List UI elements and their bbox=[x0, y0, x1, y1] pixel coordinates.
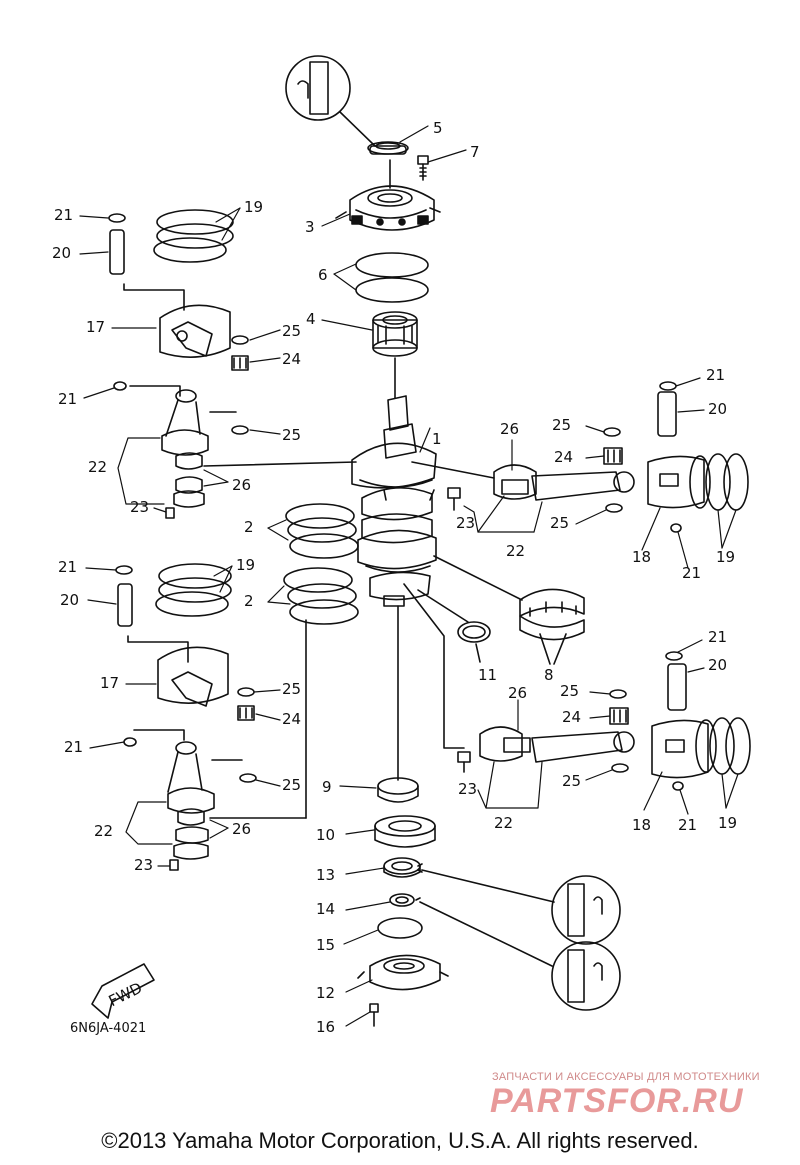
callout-16: 16 bbox=[316, 1018, 335, 1036]
callout-17: 17 bbox=[100, 674, 119, 692]
callout-26: 26 bbox=[232, 820, 251, 838]
upper-left-connecting-rod bbox=[161, 335, 357, 519]
callout-25: 25 bbox=[560, 682, 579, 700]
callout-25: 25 bbox=[282, 680, 301, 698]
callout-4: 4 bbox=[306, 310, 316, 328]
drawing-code: 6N6JA-4021 bbox=[70, 1021, 146, 1036]
watermark-brand: PARTSFOR.RU bbox=[490, 1082, 744, 1120]
callout-24: 24 bbox=[282, 350, 301, 368]
callout-23: 23 bbox=[456, 514, 475, 532]
callout-22: 22 bbox=[94, 822, 113, 840]
callout-21: 21 bbox=[708, 628, 727, 646]
fwd-arrow bbox=[91, 963, 155, 1019]
callout-20: 20 bbox=[60, 591, 79, 609]
part-7-bolt bbox=[417, 155, 429, 181]
callout-22: 22 bbox=[494, 814, 513, 832]
callout-21: 21 bbox=[58, 558, 77, 576]
part-3-upper-bearing-housing bbox=[335, 159, 441, 231]
callout-26: 26 bbox=[232, 476, 251, 494]
watermark-tagline: ЗАПЧАСТИ И АКСЕССУАРЫ ДЛЯ МОТОТЕХНИКИ bbox=[492, 1071, 760, 1083]
callout-19: 19 bbox=[718, 814, 737, 832]
callout-2: 2 bbox=[244, 592, 254, 610]
callout-7: 7 bbox=[470, 143, 480, 161]
callout-24: 24 bbox=[554, 448, 573, 466]
callout-1: 1 bbox=[432, 430, 442, 448]
callout-19: 19 bbox=[716, 548, 735, 566]
callout-19: 19 bbox=[236, 556, 255, 574]
callout-labels: 5 7 3 6 4 1 21 19 20 17 21 25 24 25 22 2… bbox=[52, 119, 737, 1036]
callout-21: 21 bbox=[706, 366, 725, 384]
callout-20: 20 bbox=[708, 656, 727, 674]
callout-24: 24 bbox=[282, 710, 301, 728]
callout-11: 11 bbox=[478, 666, 497, 684]
callout-23: 23 bbox=[130, 498, 149, 516]
fwd-label: FWD bbox=[106, 979, 145, 1011]
part-6-o-rings bbox=[355, 252, 429, 303]
part-4-roller-bearing bbox=[372, 311, 418, 399]
callout-15: 15 bbox=[316, 936, 335, 954]
callout-6: 6 bbox=[318, 266, 328, 284]
callout-25: 25 bbox=[282, 426, 301, 444]
part-2-piston-rings bbox=[283, 503, 359, 625]
detail-bubble-top bbox=[285, 55, 376, 147]
part-10-ball-bearing bbox=[374, 815, 436, 848]
part-5-oil-seal bbox=[367, 141, 409, 155]
callout-9: 9 bbox=[322, 778, 332, 796]
callout-21: 21 bbox=[54, 206, 73, 224]
callout-25: 25 bbox=[282, 322, 301, 340]
callout-10: 10 bbox=[316, 826, 335, 844]
callout-12: 12 bbox=[316, 984, 335, 1002]
callout-23: 23 bbox=[458, 780, 477, 798]
callout-25: 25 bbox=[550, 514, 569, 532]
callout-20: 20 bbox=[708, 400, 727, 418]
callout-25: 25 bbox=[282, 776, 301, 794]
leader-lines bbox=[79, 125, 739, 1027]
callout-18: 18 bbox=[632, 548, 651, 566]
callout-25: 25 bbox=[562, 772, 581, 790]
callout-18: 18 bbox=[632, 816, 651, 834]
upper-right-piston-assembly bbox=[411, 381, 749, 533]
callout-23: 23 bbox=[134, 856, 153, 874]
callout-2: 2 bbox=[244, 518, 254, 536]
part-9-bearing-race bbox=[377, 777, 419, 803]
callout-19: 19 bbox=[244, 198, 263, 216]
detail-bubble-seal-14 bbox=[419, 901, 621, 1011]
part-13-oil-seal bbox=[383, 857, 423, 878]
callout-13: 13 bbox=[316, 866, 335, 884]
callout-22: 22 bbox=[506, 542, 525, 560]
callout-20: 20 bbox=[52, 244, 71, 262]
lower-left-piston-assembly bbox=[115, 563, 232, 747]
callout-21: 21 bbox=[682, 564, 701, 582]
part-12-lower-bearing-housing bbox=[357, 954, 449, 991]
callout-22: 22 bbox=[88, 458, 107, 476]
callout-26: 26 bbox=[500, 420, 519, 438]
callout-14: 14 bbox=[316, 900, 335, 918]
callout-24: 24 bbox=[562, 708, 581, 726]
callout-26: 26 bbox=[508, 684, 527, 702]
lower-right-piston-assembly bbox=[403, 583, 751, 791]
part-16-bolt bbox=[369, 1003, 379, 1027]
copyright-footer: ©2013 Yamaha Motor Corporation, U.S.A. A… bbox=[101, 1128, 699, 1153]
part-15-gasket bbox=[377, 917, 423, 939]
callout-5: 5 bbox=[433, 119, 443, 137]
upper-left-piston-assembly bbox=[108, 209, 234, 397]
callout-21: 21 bbox=[678, 816, 697, 834]
part-14-oil-seal bbox=[389, 893, 421, 907]
part-1-crankshaft bbox=[351, 395, 437, 781]
callout-8: 8 bbox=[544, 666, 554, 684]
callout-17: 17 bbox=[86, 318, 105, 336]
lower-left-connecting-rod bbox=[167, 619, 307, 871]
detail-bubble-seal-13 bbox=[421, 869, 621, 945]
callout-21: 21 bbox=[58, 390, 77, 408]
callout-25: 25 bbox=[552, 416, 571, 434]
callout-21: 21 bbox=[64, 738, 83, 756]
part-11-retaining-ring bbox=[417, 589, 491, 663]
callout-3: 3 bbox=[305, 218, 315, 236]
part-8-bearing-halves bbox=[433, 555, 585, 665]
